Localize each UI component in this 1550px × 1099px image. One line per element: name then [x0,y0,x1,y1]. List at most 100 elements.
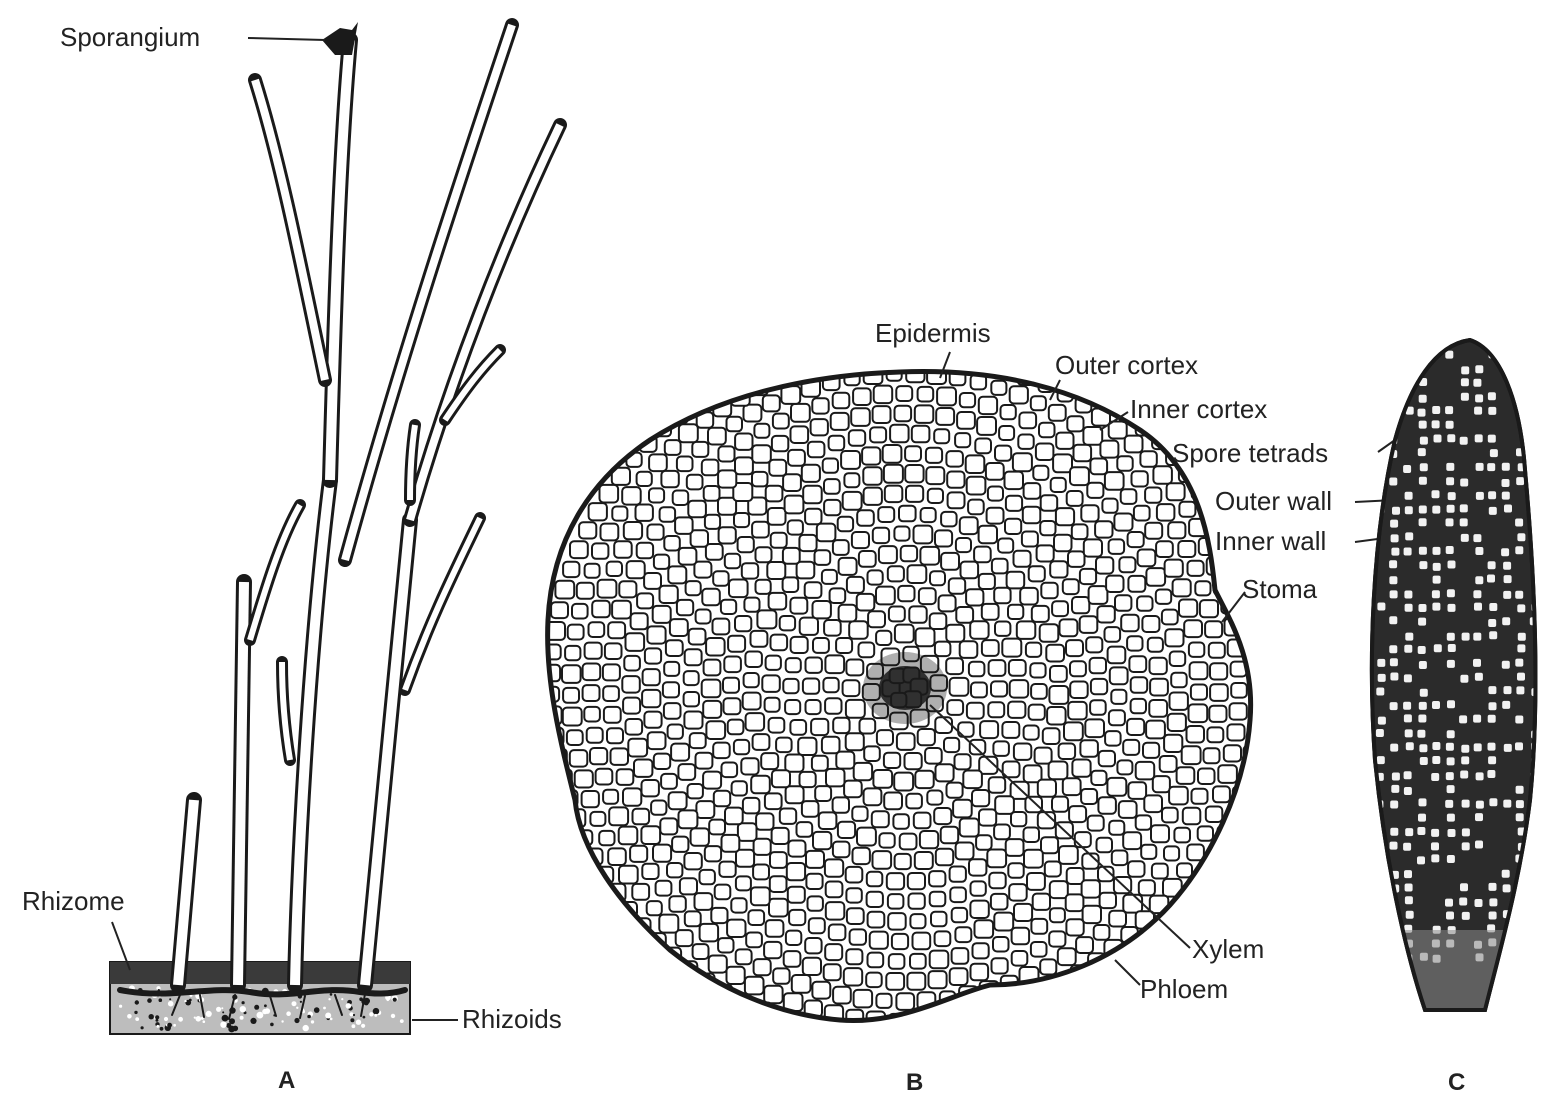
tissue-cell [920,831,938,848]
tissue-cell [643,669,660,685]
spore [1447,814,1455,822]
spore [1377,659,1385,667]
tissue-cell [764,942,781,958]
tissue-cell [1168,522,1185,538]
tissue-cell [1072,597,1089,613]
tissue-cell [563,708,582,726]
spore [1389,560,1397,568]
tissue-cell [960,517,978,534]
tissue-cell [1119,801,1137,818]
tissue-cell [822,570,837,584]
tissue-cell [838,517,853,531]
soil-grain [325,1013,331,1019]
spore [1418,814,1426,822]
soil-grain [264,1004,267,1007]
tissue-cell [999,426,1014,440]
tissue-cell [784,951,801,967]
tissue-cell [598,580,617,598]
spore [1488,619,1496,627]
spore [1531,435,1539,443]
tissue-cell [791,404,810,422]
tissue-cell [843,331,858,345]
spore [1419,702,1427,710]
spore [1418,448,1426,456]
tissue-cell [1002,722,1019,738]
tissue-cell [993,937,1009,952]
spore [1516,477,1524,485]
tissue-cell [651,801,666,815]
spore [1376,436,1384,444]
tissue-cell [864,488,882,505]
spore [1446,546,1454,554]
tissue-cell [1012,928,1030,945]
soil-grain [323,1007,326,1010]
spore [1406,742,1414,750]
spore [1488,407,1496,415]
tissue-cell [1146,721,1165,739]
tissue-cell [1227,724,1244,740]
spore [1446,463,1454,471]
tissue-cell [990,339,1005,353]
spore [1404,870,1412,878]
tissue-cell [1106,576,1123,592]
tissue-cell [694,562,711,578]
tissue-cell [729,580,748,598]
spore [1432,406,1440,414]
tissue-cell [910,914,925,928]
spore [1460,479,1468,487]
tissue-cell [1054,535,1072,552]
tissue-cell [1033,894,1050,910]
tissue-cell [859,643,875,658]
soil-grain [363,1016,366,1019]
tissue-cell [725,554,740,568]
spore [1446,743,1454,751]
spore [1488,561,1496,569]
spore [1502,661,1510,669]
tissue-cell [846,1010,863,1026]
tissue-cell [562,665,581,683]
tissue-cell [979,574,995,589]
spore [1517,533,1525,541]
tissue-cell [991,381,1006,395]
tissue-cell [1056,508,1074,525]
tissue-cell [1179,502,1195,517]
tissue-cell [623,698,640,714]
tissue-cell [809,918,825,933]
spore [1517,673,1525,681]
tissue-cell [1192,789,1208,804]
spore [1461,756,1469,764]
tissue-cell [852,349,869,365]
tissue-cell [713,619,730,635]
tissue-cell [756,813,773,829]
spore [1405,532,1413,540]
tissue-cell [738,537,754,552]
tissue-cell [825,698,841,713]
tissue-cell [743,693,761,710]
panel-c-sporangium: C [1372,340,1540,1096]
spore [1418,715,1426,723]
tissue-cell [1086,637,1102,652]
tissue-cell [1132,471,1148,486]
tissue-cell [813,638,829,653]
tissue-cell [889,607,905,622]
spore [1489,798,1497,806]
tissue-cell [1173,579,1191,596]
tissue-cell [735,616,751,631]
tissue-cell [976,835,992,850]
spore [1503,884,1511,892]
spore [1403,843,1411,851]
tissue-cell [1115,595,1131,610]
spore [1390,744,1398,752]
tissue-cell [742,563,758,578]
tissue-cell [894,773,913,791]
soil-grain [294,1018,299,1023]
tissue-cell [1012,992,1031,1010]
tissue-cell [1174,828,1190,843]
tissue-cell [1187,726,1205,743]
tissue-cell [719,862,735,877]
tissue-cell [808,896,823,910]
tissue-cell [711,908,727,923]
tissue-cell [991,681,1007,696]
tissue-cell [663,682,679,697]
tissue-cell [1230,559,1246,574]
